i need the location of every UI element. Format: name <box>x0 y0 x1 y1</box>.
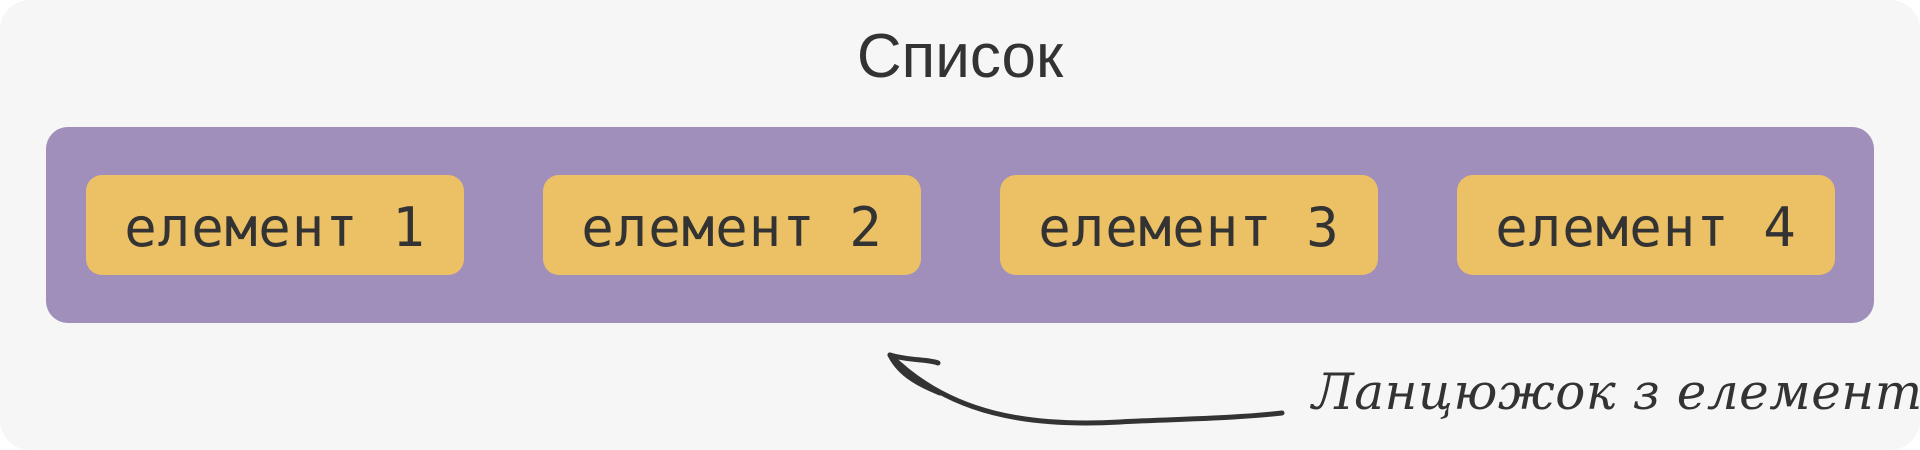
list-element-1: елемент 1 <box>86 175 464 275</box>
diagram-caption: Ланцюжок з елементів <box>1312 363 1920 421</box>
list-container: елемент 1 елемент 2 елемент 3 елемент 4 <box>46 127 1874 323</box>
curved-arrow-icon <box>887 352 1285 426</box>
list-element-4: елемент 4 <box>1457 175 1835 275</box>
diagram-title: Список <box>856 22 1064 91</box>
list-element-2: елемент 2 <box>543 175 921 275</box>
list-element-3: елемент 3 <box>1000 175 1378 275</box>
